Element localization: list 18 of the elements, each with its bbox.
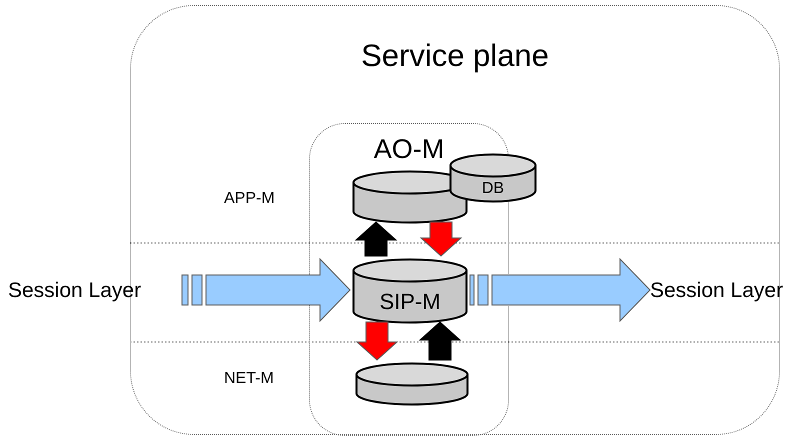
- block-arrow: [470, 258, 651, 322]
- group-title: AO-M: [374, 136, 444, 163]
- cylinder-label: DB: [482, 181, 504, 197]
- block-arrow: [356, 322, 398, 361]
- region-title: Service plane: [361, 40, 549, 71]
- block-arrow: [418, 321, 462, 360]
- block-arrow: [354, 221, 398, 256]
- layer-name: NET-M: [224, 371, 274, 387]
- cylinder: [355, 362, 469, 406]
- block-arrow: [420, 222, 462, 257]
- layer-name: APP-M: [224, 191, 275, 207]
- cylinder: [449, 153, 537, 203]
- block-arrow: [182, 258, 351, 322]
- cylinder: [352, 258, 468, 324]
- layer-label: Session Layer: [8, 280, 142, 300]
- layer-label: Session Layer: [650, 280, 784, 300]
- cylinder: [352, 170, 468, 224]
- cylinder-label: SIP-M: [379, 291, 441, 313]
